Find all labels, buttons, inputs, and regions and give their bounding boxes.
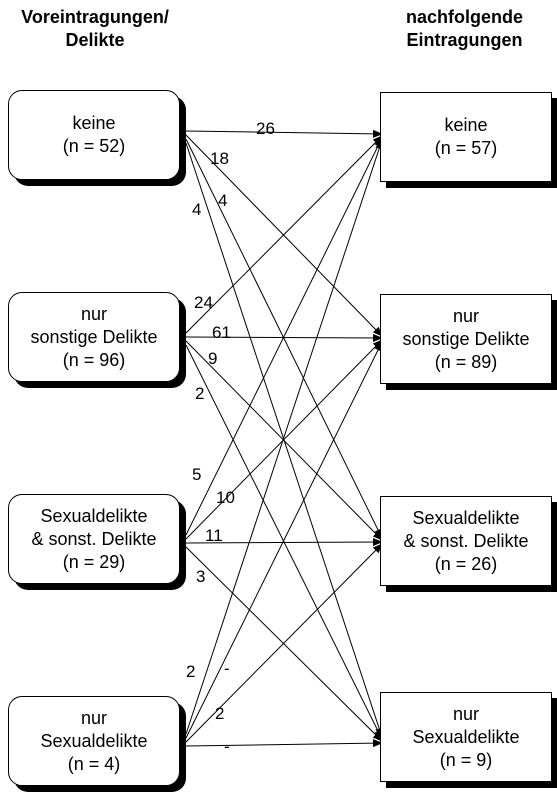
prior-box-other-offenses: nur sonstige Delikte (n = 96)	[8, 292, 180, 382]
flow-label: 61	[212, 323, 231, 342]
box-line: (n = 57)	[434, 138, 498, 158]
flow-label: 2	[195, 384, 205, 403]
flow-arrow	[185, 134, 383, 337]
box-line: Sexualdelikte	[40, 730, 148, 751]
box-line: Sexualdelikte	[40, 505, 148, 526]
flow-label: 4	[218, 191, 228, 210]
subsequent-box-sexual-and-other: Sexualdelikte & sonst. Delikte (n = 26)	[380, 496, 552, 586]
box-line: (n = 52)	[62, 136, 126, 156]
box-line: (n = 4)	[67, 753, 121, 774]
box-line: sonstige Delikte	[30, 326, 158, 347]
box-line: nur	[80, 303, 107, 324]
flow-label: 2	[215, 704, 225, 723]
flow-label: 4	[192, 200, 202, 219]
flow-arrow	[185, 129, 383, 138]
flow-label: -	[224, 737, 230, 756]
box-line: (n = 96)	[62, 349, 126, 370]
subsequent-box-none: keine (n = 57)	[380, 92, 552, 182]
box-line: Sexualdelikte	[412, 507, 520, 528]
box-line: & sonst. Delikte	[31, 528, 157, 549]
prior-box-sexual-only: nur Sexualdelikte (n = 4)	[8, 696, 180, 786]
flow-arrow	[185, 546, 383, 742]
box-line: nur	[80, 707, 107, 728]
box-line: nur	[452, 305, 479, 326]
flow-arrow	[185, 340, 383, 541]
box-line: sonstige Delikte	[402, 328, 530, 349]
flow-label: 3	[196, 567, 206, 586]
box-line: (n = 26)	[434, 553, 498, 574]
header-prior-records: Voreintragungen/ Delikte	[0, 6, 190, 52]
subsequent-box-other-offenses: nur sonstige Delikte (n = 89)	[380, 294, 552, 384]
box-line: (n = 29)	[62, 551, 126, 572]
flow-label: 2	[186, 662, 196, 681]
flow-arrow	[185, 538, 383, 547]
box-line: (n = 89)	[434, 351, 498, 372]
flow-arrow	[185, 139, 383, 735]
flow-label: 24	[194, 293, 213, 312]
flow-label: 9	[208, 349, 218, 368]
flow-label: 18	[210, 149, 229, 168]
box-line: & sonst. Delikte	[403, 530, 529, 551]
header-line: nachfolgende	[405, 7, 523, 27]
box-line: keine	[444, 115, 488, 135]
flow-arrow	[185, 137, 383, 536]
flow-label: 26	[256, 119, 275, 138]
flow-arrow	[185, 543, 383, 743]
flow-label: 10	[216, 488, 235, 507]
header-subsequent-records: nachfolgende Eintragungen	[372, 6, 557, 52]
header-line: Delikte	[65, 30, 125, 50]
flow-label: 5	[192, 465, 202, 484]
flow-label: -	[224, 659, 230, 678]
box-line: (n = 9)	[439, 749, 493, 770]
prior-box-none: keine (n = 52)	[8, 90, 180, 180]
box-line: keine	[72, 113, 116, 133]
flow-label: 11	[205, 526, 223, 545]
flow-arrow	[185, 135, 383, 334]
box-line: nur	[452, 703, 479, 724]
flow-arrow	[185, 339, 383, 540]
header-line: Voreintragungen/	[21, 7, 169, 27]
flow-arrow	[185, 739, 383, 748]
subsequent-box-sexual-only: nur Sexualdelikte (n = 9)	[380, 692, 552, 782]
flow-arrow	[185, 138, 383, 539]
header-line: Eintragungen	[406, 30, 523, 50]
flow-arrow	[185, 341, 383, 739]
box-line: Sexualdelikte	[412, 726, 520, 747]
prior-box-sexual-and-other: Sexualdelikte & sonst. Delikte (n = 29)	[8, 494, 180, 584]
